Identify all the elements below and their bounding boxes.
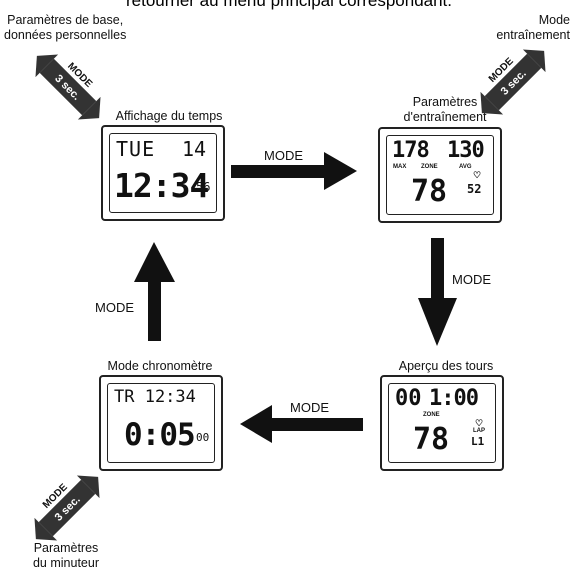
time-display-screen: TUE 14 12:34 56 xyxy=(109,133,217,213)
laps-overview-watch: 00 1:00 ZONE 78 ♡ LAP L1 xyxy=(380,375,504,471)
heart-icon: ♡ xyxy=(473,170,482,180)
training-settings-title-line-1: Paramètres xyxy=(412,95,478,109)
laps-overview-screen: 00 1:00 ZONE 78 ♡ LAP L1 xyxy=(388,383,496,463)
top-right-label-line-2: entraînement xyxy=(496,28,570,42)
training-settings-title-line-2: d'entraînement xyxy=(403,110,487,124)
arrow-laps-to-stopwatch xyxy=(240,405,363,443)
arrow-stopwatch-to-time-label: MODE xyxy=(95,300,134,315)
time-day: TUE xyxy=(116,137,156,161)
training-settings-title: Paramètres d'entraînement xyxy=(370,95,520,125)
header-partial-text: retourner au menu principal correspondan… xyxy=(125,0,453,10)
training-max-label: MAX xyxy=(393,164,407,170)
stopwatch-mode-watch: TR 12:34 0:05 00 xyxy=(99,375,223,471)
arrow-time-to-training-label: MODE xyxy=(264,148,303,163)
stopwatch-mode-title: Mode chronomètre xyxy=(107,359,213,373)
badge-top-right: 3 sec. MODE xyxy=(480,49,546,115)
top-right-label: Mode entraînement xyxy=(470,13,570,43)
arrow-laps-to-stopwatch-label: MODE xyxy=(290,400,329,415)
training-avg-label: AVG xyxy=(459,164,472,170)
training-settings-watch: 178 130 MAX ZONE AVG 78 ♡ 52 xyxy=(378,127,502,223)
bottom-left-label-line-1: Paramètres xyxy=(33,541,99,555)
top-left-label: Paramètres de base, données personnelles xyxy=(4,13,126,43)
laps-right-value: 1:00 xyxy=(429,386,479,411)
badge-top-left: 3 sec. MODE xyxy=(35,54,101,120)
stopwatch-hundredths: 00 xyxy=(196,431,210,444)
top-left-label-line-1: Paramètres de base, xyxy=(7,13,124,27)
badge-bottom-left: 3 sec. MODE xyxy=(34,475,100,541)
arrow-training-to-laps-label: MODE xyxy=(452,272,491,287)
laps-side-value: L1 xyxy=(471,435,485,448)
bottom-left-label-line-2: du minuteur xyxy=(32,556,99,570)
time-date: 14 xyxy=(182,137,207,161)
arrow-time-to-training xyxy=(231,152,357,190)
stopwatch-main-value: 0:05 xyxy=(124,417,196,453)
laps-main-value: 78 xyxy=(413,422,450,457)
time-clock: 12:34 xyxy=(114,166,209,205)
training-side-value: 52 xyxy=(467,182,482,196)
training-left-value: 178 xyxy=(392,138,430,163)
time-display-watch: TUE 14 12:34 56 xyxy=(101,125,225,221)
stopwatch-top-line: TR 12:34 xyxy=(114,387,196,407)
laps-zone-label: ZONE xyxy=(423,412,440,418)
time-display-title: Affichage du temps xyxy=(115,109,223,123)
training-settings-screen: 178 130 MAX ZONE AVG 78 ♡ 52 xyxy=(386,135,494,215)
training-zone-label: ZONE xyxy=(421,164,438,170)
training-right-value: 130 xyxy=(447,138,485,163)
arrow-stopwatch-to-time xyxy=(134,242,175,341)
laps-overview-title: Aperçu des tours xyxy=(398,359,494,373)
time-seconds: 56 xyxy=(196,180,211,194)
top-right-label-line-1: Mode xyxy=(538,13,570,27)
laps-left-value: 00 xyxy=(395,386,422,411)
stopwatch-mode-screen: TR 12:34 0:05 00 xyxy=(107,383,215,463)
laps-heart-icon: ♡ xyxy=(475,418,484,428)
top-left-label-line-2: données personnelles xyxy=(4,28,127,42)
bottom-left-label: Paramètres du minuteur xyxy=(26,541,106,571)
laps-lap-label: LAP xyxy=(473,428,485,434)
training-main-value: 78 xyxy=(411,174,448,209)
arrow-training-to-laps xyxy=(418,238,457,346)
